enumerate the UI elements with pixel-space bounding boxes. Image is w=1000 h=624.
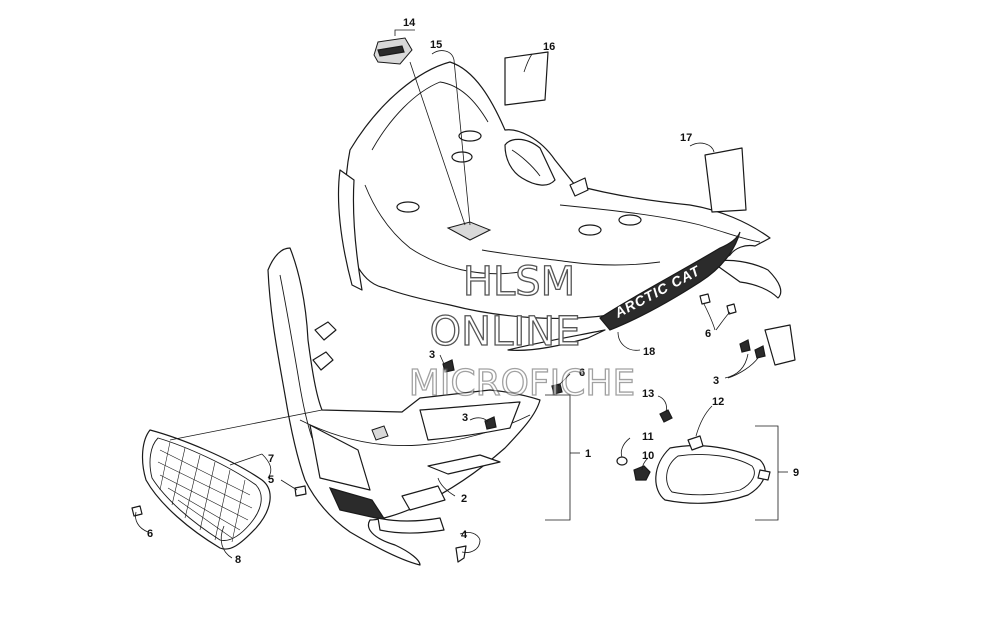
clip-3-right-b	[754, 345, 766, 359]
screw-6-left	[131, 505, 143, 517]
grille	[141, 429, 271, 550]
callout-16: 16	[543, 41, 555, 53]
clip-3-top	[442, 359, 455, 373]
decal-17	[704, 147, 747, 213]
clip-3-mid	[484, 416, 497, 430]
callout-4: 4	[461, 529, 468, 541]
callout-3-right: 3	[713, 375, 719, 387]
callout-6-left: 6	[147, 528, 153, 540]
watermark-line-2: ONLINE	[430, 309, 581, 355]
callout-1: 1	[585, 448, 591, 460]
callout-10: 10	[642, 450, 654, 462]
emblem-14	[373, 37, 413, 65]
front-bumper	[267, 247, 541, 566]
callout-5: 5	[268, 474, 274, 486]
callout-9: 9	[793, 467, 799, 479]
clip-3-right-a	[739, 339, 751, 353]
callouts: 14 15 16 17 18 6 3 3 3 6 13 12 11 10 9 1…	[147, 17, 799, 566]
headlight	[655, 435, 771, 504]
callout-3-mid: 3	[462, 412, 468, 424]
watermark-line-3: MICROFICHE	[409, 363, 635, 404]
screw-6-right-a	[699, 293, 711, 305]
front-fender	[337, 61, 782, 319]
callout-2: 2	[461, 493, 467, 505]
callout-18: 18	[643, 346, 655, 358]
oring-11	[616, 456, 628, 466]
screw-5	[294, 485, 307, 497]
callout-17: 17	[680, 132, 692, 144]
callout-3-top: 3	[429, 349, 435, 361]
watermark-line-1: HLSM	[463, 259, 575, 305]
callout-13: 13	[642, 388, 654, 400]
callout-12: 12	[712, 396, 724, 408]
callout-14: 14	[403, 17, 416, 29]
bulb-13	[659, 409, 673, 423]
screw-6-top	[551, 383, 563, 395]
callout-6-top: 6	[579, 367, 585, 379]
right-bracket	[764, 324, 796, 366]
callout-8: 8	[235, 554, 241, 566]
screw-6-right-b	[726, 303, 737, 315]
decal-16	[504, 51, 549, 106]
callout-11: 11	[642, 431, 654, 443]
leader-lines	[135, 29, 788, 559]
bolt-4	[455, 545, 467, 563]
callout-7: 7	[268, 453, 274, 465]
callout-15: 15	[430, 39, 442, 51]
watermark: HLSM ONLINE MICROFICHE	[408, 258, 636, 404]
callout-6-right: 6	[705, 328, 711, 340]
